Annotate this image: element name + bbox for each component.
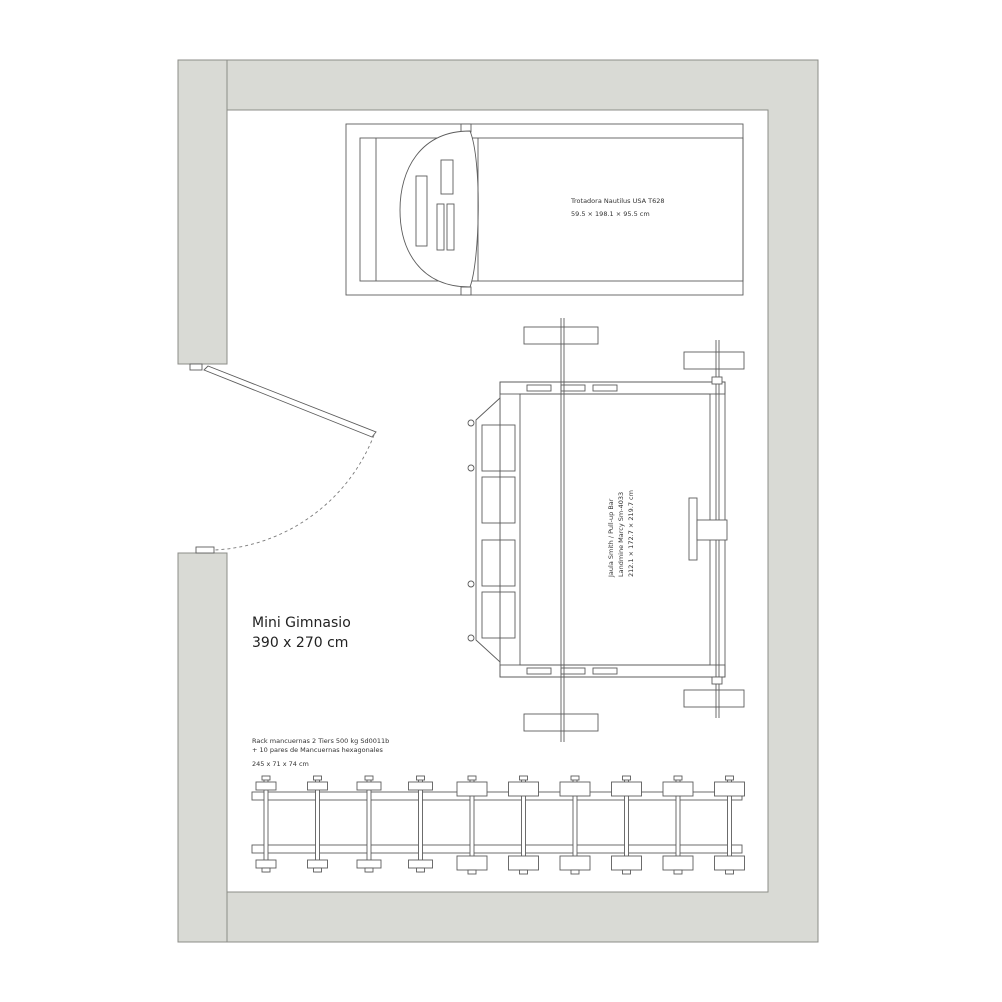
smith-cage: Jaula Smith / Pull-up Bar Landmine Marcy… (467, 318, 745, 742)
treadmill-console-screen-1 (415, 175, 428, 247)
dumbbell-plate-bottom (662, 855, 694, 871)
door-swing-arc (213, 434, 375, 551)
dumbbell-collar-top (725, 775, 734, 781)
dumbbell-collar-top (467, 775, 477, 781)
dumbbell-collar-bottom (416, 867, 425, 873)
cage-bottom-hole-1 (526, 667, 552, 675)
dumbbell-plate-top (356, 781, 382, 791)
cage-plate-storage-3 (481, 539, 516, 587)
dumbbell-collar-top (519, 775, 528, 781)
cage-frame (499, 381, 726, 678)
dumbbell-collar-top (313, 775, 322, 781)
cage-top-hole-3 (592, 384, 618, 392)
cage-peg (467, 419, 475, 427)
dumbbell-plate-top (456, 781, 488, 797)
walls (177, 59, 819, 943)
dumbbell-collar-top (673, 775, 683, 781)
treadmill-console-screen-2 (440, 159, 454, 195)
door-jamb-bottom (195, 546, 215, 554)
dumbbell-rack-labels: Rack mancuernas 2 Tiers 500 kg Sd0011b +… (252, 737, 389, 768)
cage-hook-arm (696, 519, 728, 541)
dumbbell-handle (418, 777, 423, 873)
cage-top-plate-right (683, 351, 745, 370)
dumbbell-plate-bottom (255, 859, 277, 869)
cage-landmine-side (475, 396, 501, 664)
dumbbell-plate-bottom (456, 855, 488, 871)
dumbbell-collar-bottom (467, 869, 477, 875)
treadmill-console-key-2 (446, 203, 455, 251)
room-title: Mini Gimnasio 390 x 270 cm (252, 615, 351, 651)
cage-peg (467, 464, 475, 472)
dumbbell-collar-bottom (364, 867, 374, 873)
cage-label-1: Jaula Smith / Pull-up Bar (607, 498, 615, 578)
cage-label-3: 212.1 × 172.7 × 219.7 cm (627, 490, 635, 577)
dumbbell-handle (263, 777, 269, 873)
dumbbell-collar-bottom (313, 867, 322, 873)
door-jamb-top (189, 363, 203, 371)
dumbbell-plate-bottom (611, 855, 642, 871)
rack-label-1: Rack mancuernas 2 Tiers 500 kg Sd0011b (252, 737, 389, 745)
cage-plate-storage-2 (481, 476, 516, 524)
cage-bottom-rail (499, 664, 726, 678)
dumbbell-plate-bottom (559, 855, 591, 871)
dumbbell-handle (315, 777, 320, 873)
treadmill-deck (359, 137, 744, 282)
dumbbell-collar-bottom (570, 869, 580, 875)
cage-bottom-plate-right (683, 689, 745, 708)
cage-plate-storage-1 (481, 424, 516, 472)
wall-left-lower (177, 552, 228, 943)
rack-rail-bottom (251, 844, 743, 854)
wall-left-upper (177, 59, 228, 365)
cage-bottom-hole-3 (592, 667, 618, 675)
dumbbell-handle (366, 777, 372, 873)
dumbbell-collar-bottom (261, 867, 271, 873)
dumbbell-plate-top (559, 781, 591, 797)
cage-bar-clip-top (711, 376, 723, 385)
dumbbell-plate-bottom (508, 855, 539, 871)
treadmill: Trotadora Nautilus USA T628 59.5 × 198.1… (345, 123, 744, 296)
room-dimensions: 390 x 270 cm (252, 635, 348, 651)
dumbbell-rack (251, 775, 745, 875)
dumbbell-plate-bottom (307, 859, 328, 869)
dumbbell-collar-top (622, 775, 631, 781)
cage-peg (467, 580, 475, 588)
dumbbell-plate-bottom (408, 859, 433, 869)
cage-peg (467, 634, 475, 642)
dumbbell-plate-top (662, 781, 694, 797)
dumbbell-set (255, 775, 745, 875)
rack-label-3: 245 x 71 x 74 cm (252, 760, 309, 768)
dumbbell-collar-bottom (673, 869, 683, 875)
dumbbell-plate-top (408, 781, 433, 791)
dumbbell-collar-top (416, 775, 425, 781)
treadmill-name: Trotadora Nautilus USA T628 (570, 197, 664, 205)
treadmill-console-key-1 (436, 203, 445, 251)
door-leaf (203, 365, 377, 438)
dumbbell-plate-top (714, 781, 745, 797)
treadmill-size: 59.5 × 198.1 × 95.5 cm (571, 210, 650, 218)
cage-top-rail (499, 381, 726, 395)
cage-bar-clip-bottom (711, 676, 723, 685)
treadmill-handle-bottom (460, 286, 472, 296)
dumbbell-plate-top (611, 781, 642, 797)
room-name: Mini Gimnasio (252, 615, 351, 631)
dumbbell-collar-bottom (622, 869, 631, 875)
cage-label-2: Landmine Marcy Sm-4033 (617, 492, 625, 577)
dumbbell-collar-top (570, 775, 580, 781)
dumbbell-plate-top (508, 781, 539, 797)
door (203, 365, 377, 551)
dumbbell-collar-top (364, 775, 374, 781)
cage-plate-storage-4 (481, 591, 516, 639)
dumbbell-collar-bottom (725, 869, 734, 875)
dumbbell-collar-top (261, 775, 271, 781)
dumbbell-plate-top (307, 781, 328, 791)
rack-label-2: + 10 pares de Mancuernas hexagonales (252, 746, 383, 754)
cage-hook (688, 497, 698, 561)
dumbbell-plate-bottom (356, 859, 382, 869)
dumbbell-collar-bottom (519, 869, 528, 875)
dumbbell-plate-top (255, 781, 277, 791)
dumbbell-plate-bottom (714, 855, 745, 871)
cage-top-hole-1 (526, 384, 552, 392)
